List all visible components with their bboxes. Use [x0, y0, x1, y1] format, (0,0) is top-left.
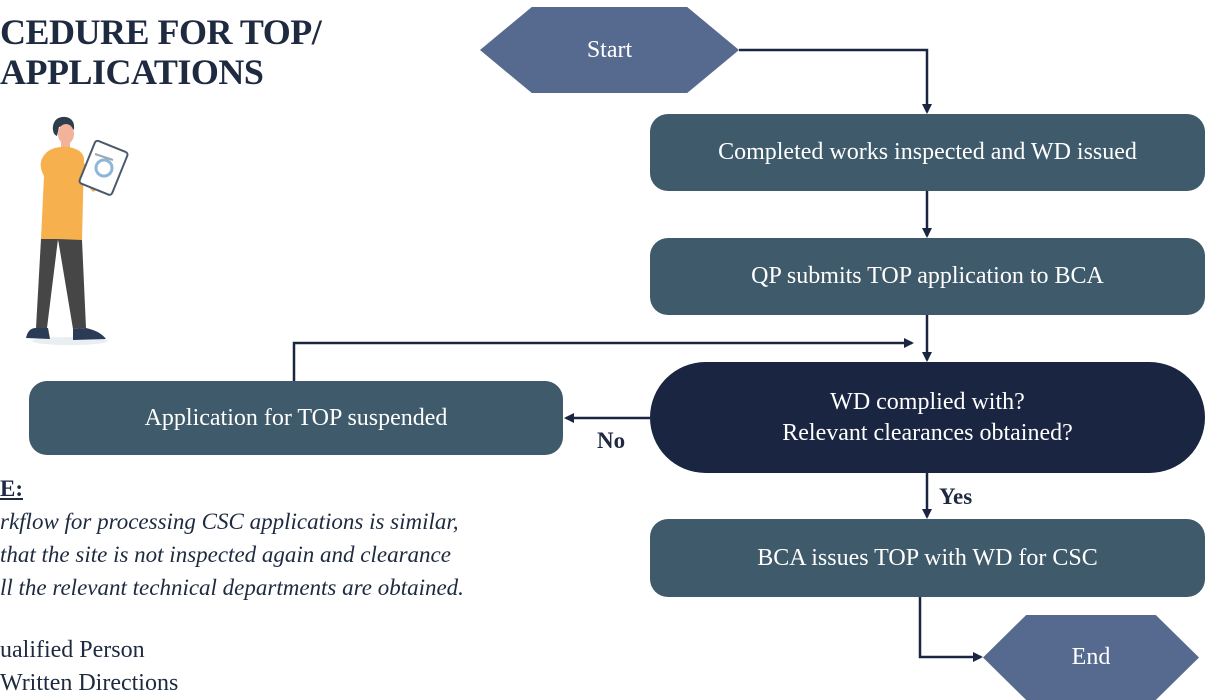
person-neck [61, 141, 70, 149]
step-top-suspended-label: Application for TOP suspended [144, 404, 448, 431]
step-works-inspected-label: Completed works inspected and WD issued [718, 139, 1137, 165]
note-body: rkflow for processing CSC applications i… [0, 505, 560, 604]
step-bca-issues-top: BCA issues TOP with WD for CSC [650, 519, 1205, 597]
workflow-note: E: rkflow for processing CSC application… [0, 472, 560, 604]
decision-line-2: Relevant clearances obtained? [782, 419, 1073, 446]
step-works-inspected: Completed works inspected and WD issued [650, 114, 1205, 191]
person-left-shoe [26, 328, 50, 339]
step-bca-issues-top-label: BCA issues TOP with WD for CSC [757, 544, 1098, 571]
note-line-2: that the site is not inspected again and… [0, 542, 451, 567]
no-branch-label: No [597, 428, 626, 453]
title-line-2: APPLICATIONS [0, 52, 264, 92]
person-shirt [40, 146, 84, 242]
person-right-leg [58, 239, 86, 329]
arrow-suspended-loop-back [292, 338, 914, 381]
arrow-step3-to-end [918, 597, 983, 662]
person-right-shoe [73, 328, 106, 340]
person-left-leg [36, 239, 58, 328]
note-line-3: ll the relevant technical departments ar… [0, 575, 464, 600]
step-qp-submits-label: QP submits TOP application to BCA [751, 263, 1104, 289]
tablet-icon [78, 139, 129, 196]
person-head [58, 124, 74, 144]
note-heading: E: [0, 476, 23, 501]
end-terminal: End [983, 615, 1199, 700]
yes-branch-label: Yes [939, 484, 973, 509]
person-hair [52, 116, 75, 136]
decision-line-1: WD complied with? [830, 388, 1025, 415]
definition-qp: ualified Person [0, 637, 145, 663]
start-label: Start [586, 36, 633, 63]
title-line-1: CEDURE FOR TOP/ [0, 12, 322, 52]
start-terminal: Start [480, 7, 739, 93]
page-title: CEDURE FOR TOP/ APPLICATIONS [0, 12, 322, 92]
definitions: ualified Person Written Directions [0, 634, 178, 700]
step-qp-submits: QP submits TOP application to BCA [650, 238, 1205, 315]
end-label: End [1071, 644, 1111, 670]
arrow-start-to-step1 [739, 48, 932, 114]
note-line-1: rkflow for processing CSC applications i… [0, 509, 459, 534]
step-top-suspended: Application for TOP suspended [29, 381, 563, 455]
person-illustration [26, 116, 129, 345]
definition-wd: Written Directions [0, 670, 179, 696]
decision-clearances: WD complied with? Relevant clearances ob… [650, 362, 1205, 473]
